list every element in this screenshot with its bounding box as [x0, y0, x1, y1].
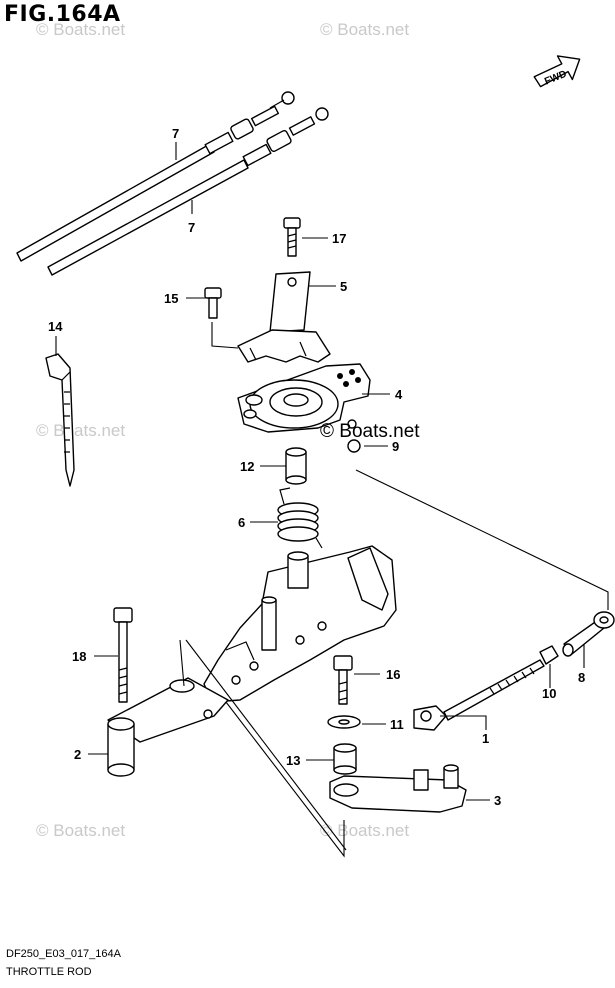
callout-6: 6 [238, 515, 245, 530]
washer [327, 715, 361, 729]
cam-pin [347, 419, 361, 453]
link-lever [329, 764, 467, 813]
rod-nut [539, 645, 559, 665]
bolt-17 [283, 217, 301, 257]
cable-bracket [237, 271, 331, 363]
callout-5: 5 [340, 279, 347, 294]
callout-13: 13 [286, 753, 300, 768]
watermark-tl: © Boats.net [36, 20, 126, 39]
watermark-tr: © Boats.net [320, 20, 410, 39]
watermark-center: © Boats.net [320, 421, 420, 442]
return-spring [277, 487, 323, 549]
leader-lines [55, 142, 585, 801]
callout-12: 12 [240, 459, 254, 474]
fig-title: FIG.164A [4, 2, 121, 27]
bolt-18 [113, 607, 133, 703]
callout-7a: 7 [172, 126, 179, 141]
callout-16: 16 [386, 667, 400, 682]
callout-2: 2 [74, 747, 81, 762]
bolt-15 [204, 287, 222, 319]
lever-collar [333, 743, 357, 775]
callout-9: 9 [392, 439, 399, 454]
figure-name: THROTTLE ROD [6, 966, 92, 978]
throttle-rod [413, 659, 545, 731]
callout-10: 10 [542, 686, 556, 701]
cable-tie [45, 353, 75, 487]
callout-17: 17 [332, 231, 346, 246]
watermark-ml: © Boats.net [36, 421, 126, 440]
drawing-code: DF250_E03_017_164A [6, 948, 121, 960]
throttle-bracket [203, 545, 397, 703]
callout-8: 8 [578, 670, 585, 685]
bolt-16 [333, 655, 353, 705]
assembly-guide-lines [179, 469, 609, 858]
throttle-lever [107, 677, 229, 777]
callout-11: 11 [390, 717, 404, 732]
throttle-cam [237, 363, 371, 433]
callout-3: 3 [494, 793, 501, 808]
callout-1: 1 [482, 731, 489, 746]
throttle-cable-upper [16, 91, 295, 262]
callout-15: 15 [164, 291, 178, 306]
callout-14: 14 [48, 319, 63, 334]
watermark-bl: © Boats.net [36, 821, 126, 840]
callout-18: 18 [72, 649, 86, 664]
fwd-arrow: FWD [533, 55, 581, 87]
callout-7b: 7 [188, 220, 195, 235]
collar [285, 447, 307, 485]
callout-4: 4 [395, 387, 403, 402]
rod-end [562, 611, 615, 657]
watermark-br: © Boats.net [320, 821, 410, 840]
throttle-cable-lower [47, 107, 329, 276]
